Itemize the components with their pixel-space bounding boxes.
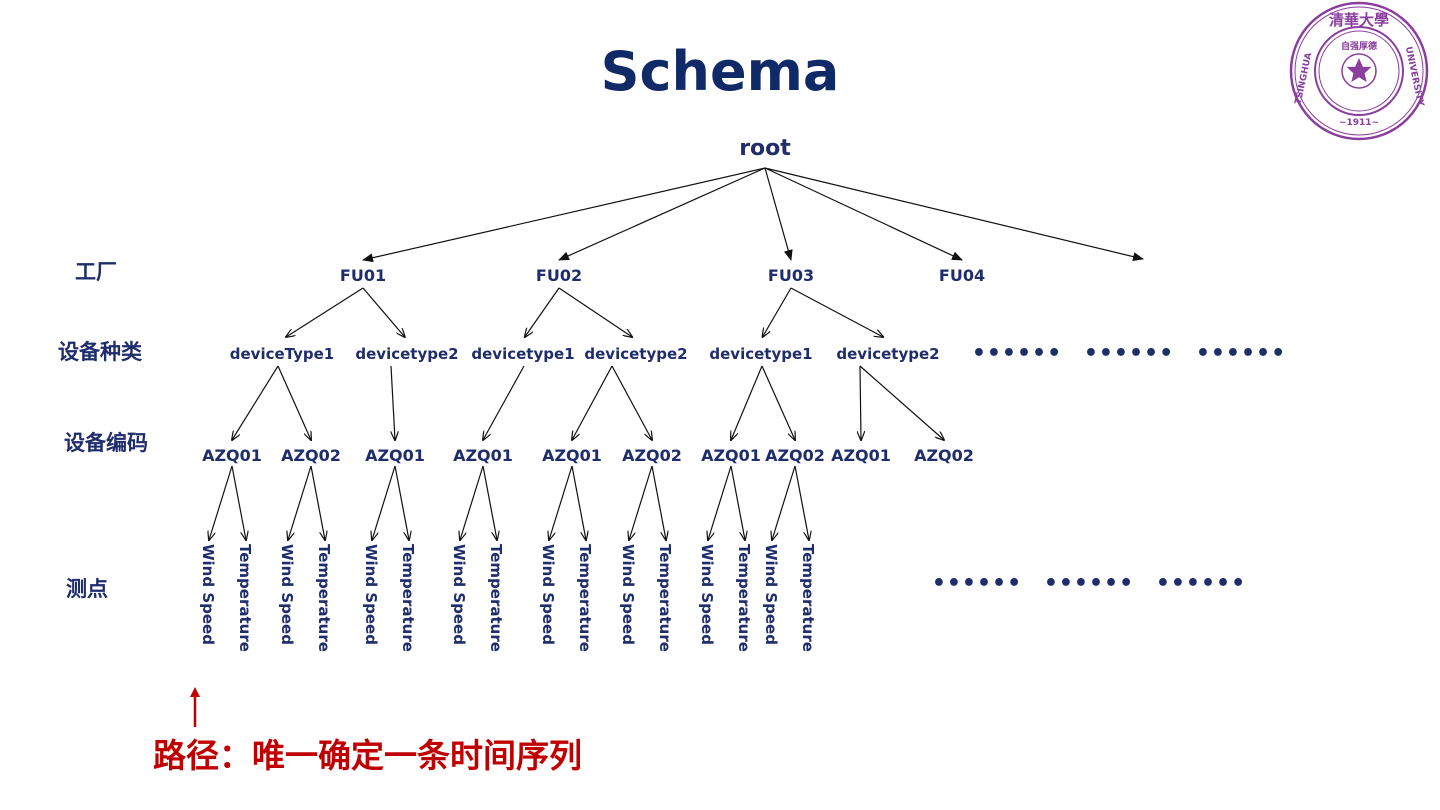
device-code-node-8: AZQ02 (765, 446, 825, 465)
measurement-node-3-2: Temperature (399, 544, 417, 652)
page-title: Schema (601, 40, 840, 103)
measurement-node-6-1: Wind Speed (619, 544, 637, 645)
edge-type-code-8 (761, 365, 795, 440)
measurement-node-7-2: Temperature (735, 544, 753, 652)
edge-code-measure-2-2 (310, 465, 325, 540)
measurement-node-7-1: Wind Speed (698, 544, 716, 645)
edge-code-measure-4-2 (482, 465, 497, 540)
edge-root-more (764, 167, 1144, 262)
measurement-node-8-1: Wind Speed (762, 544, 780, 645)
device-code-node-7: AZQ01 (701, 446, 761, 465)
tsinghua-seal-icon: 清華大學 TSINGHUA UNIVERSITY ~1911~ 自强厚德 (1289, 1, 1429, 141)
ellipsis-measure-1: •••••• (932, 571, 1022, 596)
edge-code-measure-2-1 (288, 465, 312, 540)
device-code-node-1: AZQ01 (202, 446, 262, 465)
edge-code-measure-6-2 (651, 465, 666, 540)
factory-node-3: FU03 (768, 266, 814, 285)
device-code-node-4: AZQ01 (453, 446, 513, 465)
factory-node-4: FU04 (939, 266, 985, 285)
path-caption: 路径：唯一确定一条时间序列 (153, 736, 582, 775)
measurement-node-5-2: Temperature (576, 544, 594, 652)
edge-code-measure-1-1 (209, 465, 233, 540)
measurement-node-4-1: Wind Speed (450, 544, 468, 645)
device-type-nodes: deviceType1 devicetype2 devicetype1 devicet… (230, 345, 940, 363)
edge-type-code-7 (731, 365, 763, 440)
device-code-node-6: AZQ02 (622, 446, 682, 465)
edge-type-code-5 (572, 365, 613, 440)
edge-root-factory-4 (764, 167, 963, 261)
device-type-node-4: devicetype2 (584, 345, 687, 363)
edge-factory-type-5 (763, 287, 792, 337)
measurement-node-4-2: Temperature (487, 544, 505, 652)
seal-center-text: 自强厚德 (1341, 40, 1377, 52)
edge-type-code-6 (611, 365, 652, 440)
seal-right-text: UNIVERSITY (1403, 46, 1426, 108)
measurement-node-1-1: Wind Speed (199, 544, 217, 645)
factory-node-1: FU01 (340, 266, 386, 285)
edge-code-measure-8-2 (794, 465, 809, 540)
edge-code-measure-7-2 (730, 465, 745, 540)
edge-root-factory-1 (362, 167, 766, 263)
device-type-node-5: devicetype1 (709, 345, 812, 363)
ellipsis-type-1: •••••• (972, 341, 1062, 366)
seal-top-text: 清華大學 (1329, 11, 1389, 29)
edge-code-measure-6-1 (629, 465, 653, 540)
measurement-node-3-1: Wind Speed (362, 544, 380, 645)
edge-code-measure-5-1 (549, 465, 573, 540)
edge-code-measure-1-2 (231, 465, 246, 540)
ellipsis-measure-2: •••••• (1044, 571, 1134, 596)
edge-type-code-3 (390, 365, 395, 440)
edge-factory-type-4 (558, 287, 632, 337)
measurement-node-5-1: Wind Speed (539, 544, 557, 645)
measurement-nodes: Wind Speed Temperature Wind Speed Temperatu… (199, 544, 817, 652)
device-type-node-3: devicetype1 (471, 345, 574, 363)
device-type-node-1: deviceType1 (230, 345, 334, 363)
edge-type-code-10 (859, 365, 944, 440)
edge-factory-type-1 (286, 287, 364, 337)
seal-left-text: TSINGHUA (1294, 52, 1315, 105)
factory-nodes: FU01 FU02 FU03 FU04 (340, 266, 985, 285)
device-type-node-2: devicetype2 (355, 345, 458, 363)
ellipsis-type-2: •••••• (1084, 341, 1174, 366)
edge-code-measure-3-1 (372, 465, 396, 540)
edge-root-factory-3 (764, 167, 793, 261)
ellipsis-measure-3: •••••• (1156, 571, 1246, 596)
root-node: root (739, 136, 791, 161)
edge-code-measure-7-1 (708, 465, 732, 540)
device-code-node-9: AZQ01 (831, 446, 891, 465)
edge-code-measure-8-1 (772, 465, 796, 540)
level-label-device-type: 设备种类 (58, 340, 143, 364)
measurement-node-1-2: Temperature (236, 544, 254, 652)
edge-code-measure-5-2 (571, 465, 586, 540)
edge-root-factory-2 (558, 167, 766, 261)
device-type-node-6: devicetype2 (836, 345, 939, 363)
tree-edges (209, 167, 1144, 540)
edge-code-measure-4-1 (460, 465, 484, 540)
measurement-node-8-2: Temperature (799, 544, 817, 652)
measurement-node-2-1: Wind Speed (278, 544, 296, 645)
level-label-factory: 工厂 (75, 260, 117, 284)
level-label-device-code: 设备编码 (64, 431, 148, 455)
edge-factory-type-6 (790, 287, 883, 337)
ellipsis-type-3: •••••• (1196, 341, 1286, 366)
device-code-node-3: AZQ01 (365, 446, 425, 465)
measurement-node-2-2: Temperature (315, 544, 333, 652)
edge-type-code-4 (483, 365, 525, 440)
measurement-node-6-2: Temperature (656, 544, 674, 652)
edge-factory-type-3 (525, 287, 560, 337)
device-code-node-5: AZQ01 (542, 446, 602, 465)
edge-type-code-9 (860, 365, 861, 440)
device-code-node-10: AZQ02 (914, 446, 974, 465)
seal-year-text: ~1911~ (1339, 118, 1379, 128)
factory-node-2: FU02 (536, 266, 582, 285)
edge-factory-type-2 (362, 287, 405, 337)
level-label-measurement: 测点 (66, 577, 108, 601)
edge-type-code-1 (232, 365, 279, 440)
device-code-node-2: AZQ02 (281, 446, 341, 465)
edge-code-measure-3-2 (394, 465, 409, 540)
edge-type-code-2 (277, 365, 311, 440)
